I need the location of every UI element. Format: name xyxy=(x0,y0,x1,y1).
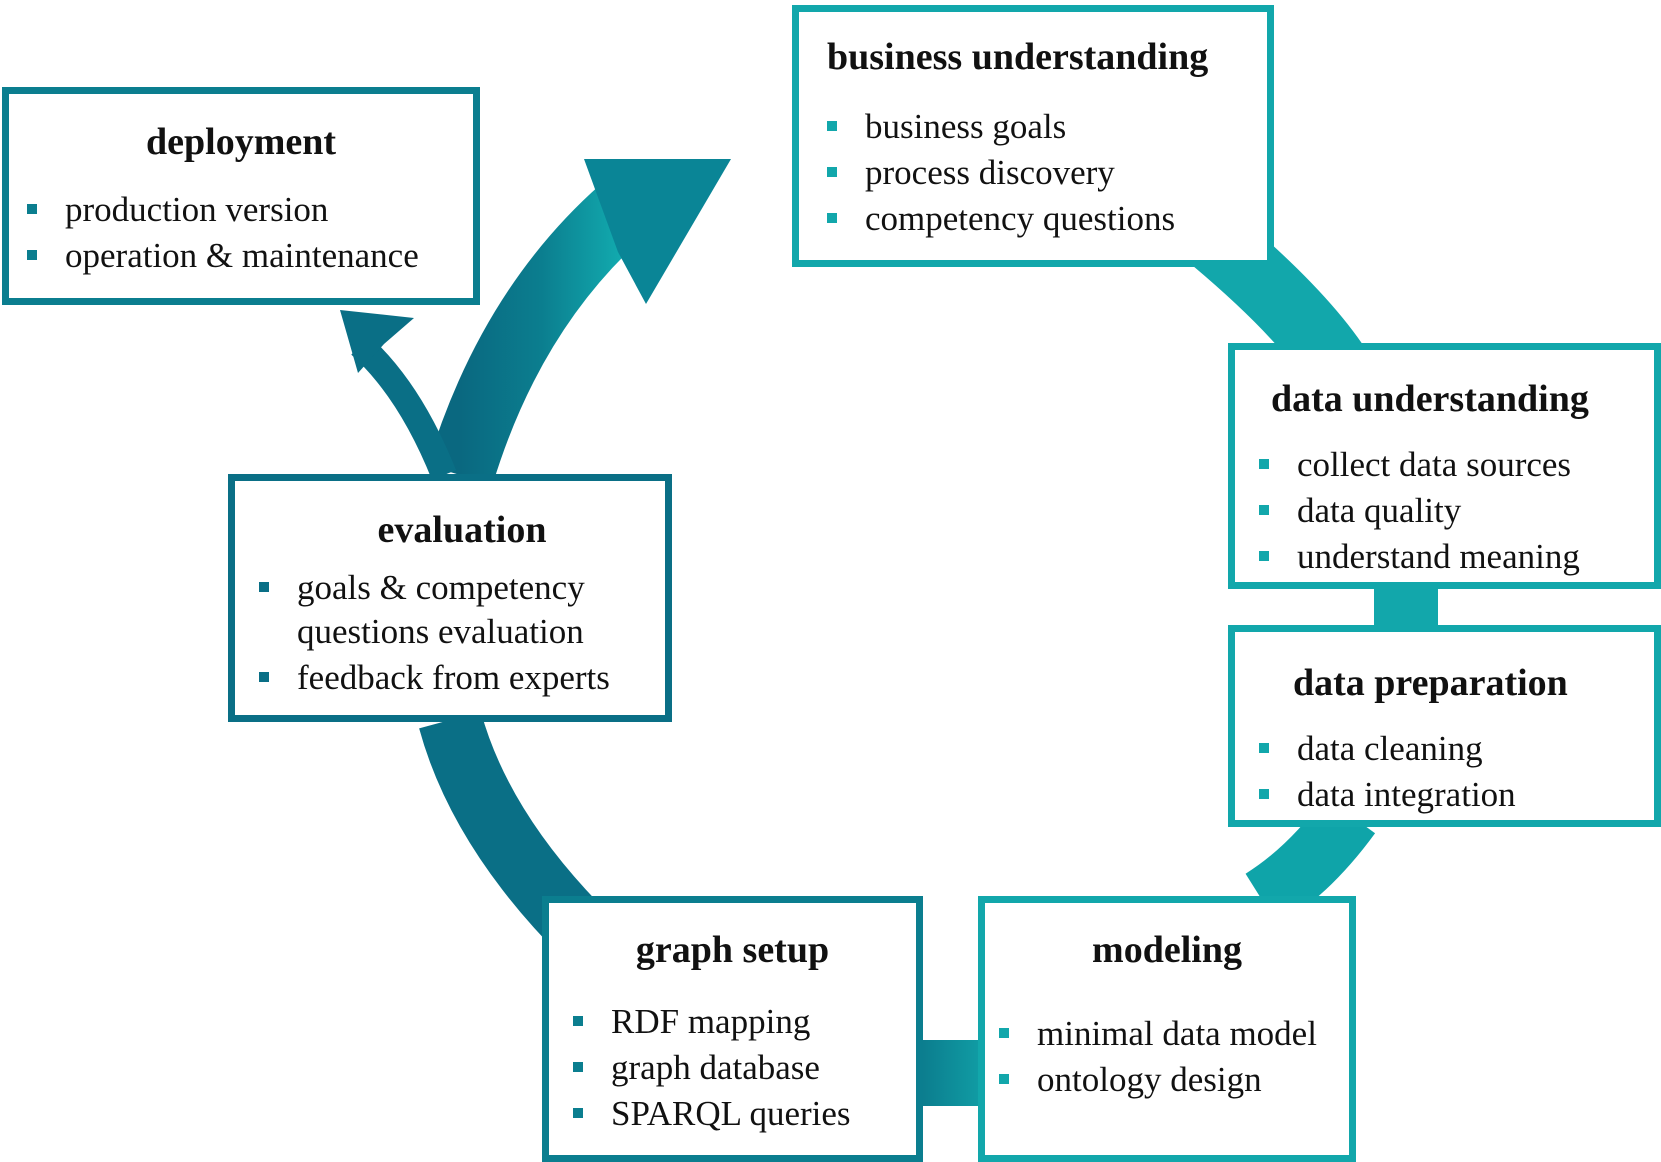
list-item: data cleaning xyxy=(1259,726,1654,772)
arrowhead-to-deployment xyxy=(340,310,414,373)
list-item: operation & maintenance xyxy=(27,233,473,279)
modeling-title: modeling xyxy=(1092,929,1242,971)
box-data-understanding: data understanding collect data sources … xyxy=(1228,343,1661,589)
bullet-icon xyxy=(827,121,837,131)
data-understanding-title: data understanding xyxy=(1271,378,1589,420)
bullet-icon xyxy=(573,1062,583,1072)
list-item: SPARQL queries xyxy=(573,1091,916,1137)
deployment-title: deployment xyxy=(146,121,336,163)
bullet-icon xyxy=(1259,505,1269,515)
box-modeling: modeling minimal data model ontology des… xyxy=(978,896,1356,1162)
box-business-understanding: business understanding business goals pr… xyxy=(792,5,1274,267)
bullet-icon xyxy=(27,204,37,214)
list-item: goals & competency xyxy=(259,565,665,611)
bullet-icon xyxy=(27,250,37,260)
bullet-icon xyxy=(1259,551,1269,561)
bullet-icon xyxy=(573,1016,583,1026)
list-item: data quality xyxy=(1259,488,1654,534)
arc-evaluation-to-business xyxy=(427,184,646,485)
bullet-icon xyxy=(573,1108,583,1118)
graph-setup-title: graph setup xyxy=(635,929,830,971)
box-data-preparation: data preparation data cleaning data inte… xyxy=(1228,625,1661,827)
list-item: graph database xyxy=(573,1045,916,1091)
arrowhead-to-business xyxy=(584,159,731,304)
list-item: understand meaning xyxy=(1259,534,1654,580)
bullet-icon xyxy=(827,213,837,223)
bullet-icon xyxy=(999,1028,1009,1038)
list-item: data integration xyxy=(1259,772,1654,818)
box-deployment: deployment production version operation … xyxy=(2,87,480,305)
evaluation-title: evaluation xyxy=(377,509,547,551)
connector-modeling-graph xyxy=(916,1040,986,1106)
business-understanding-title: business understanding xyxy=(827,36,1209,78)
arc-evaluation-to-deployment xyxy=(351,335,457,480)
bullet-icon xyxy=(1259,789,1269,799)
list-item: ontology design xyxy=(999,1057,1349,1103)
list-item: collect data sources xyxy=(1259,442,1654,488)
list-item: competency questions xyxy=(827,196,1267,242)
bullet-icon xyxy=(827,167,837,177)
arc-preparation-to-modeling xyxy=(1245,796,1376,927)
box-graph-setup: graph setup RDF mapping graph database S… xyxy=(542,896,923,1162)
bullet-icon xyxy=(1259,459,1269,469)
bullet-icon xyxy=(259,672,269,682)
box-evaluation: evaluation goals & competency questions … xyxy=(228,474,672,722)
bullet-icon xyxy=(999,1074,1009,1084)
list-item: RDF mapping xyxy=(573,999,916,1045)
list-item-continuation: questions evaluation xyxy=(297,612,584,651)
list-item: minimal data model xyxy=(999,1011,1349,1057)
list-item: process discovery xyxy=(827,150,1267,196)
data-preparation-title: data preparation xyxy=(1293,662,1568,704)
list-item: business goals xyxy=(827,104,1267,150)
list-item: production version xyxy=(27,187,473,233)
list-item: feedback from experts xyxy=(259,655,665,701)
bullet-icon xyxy=(1259,743,1269,753)
bullet-icon xyxy=(259,582,269,592)
